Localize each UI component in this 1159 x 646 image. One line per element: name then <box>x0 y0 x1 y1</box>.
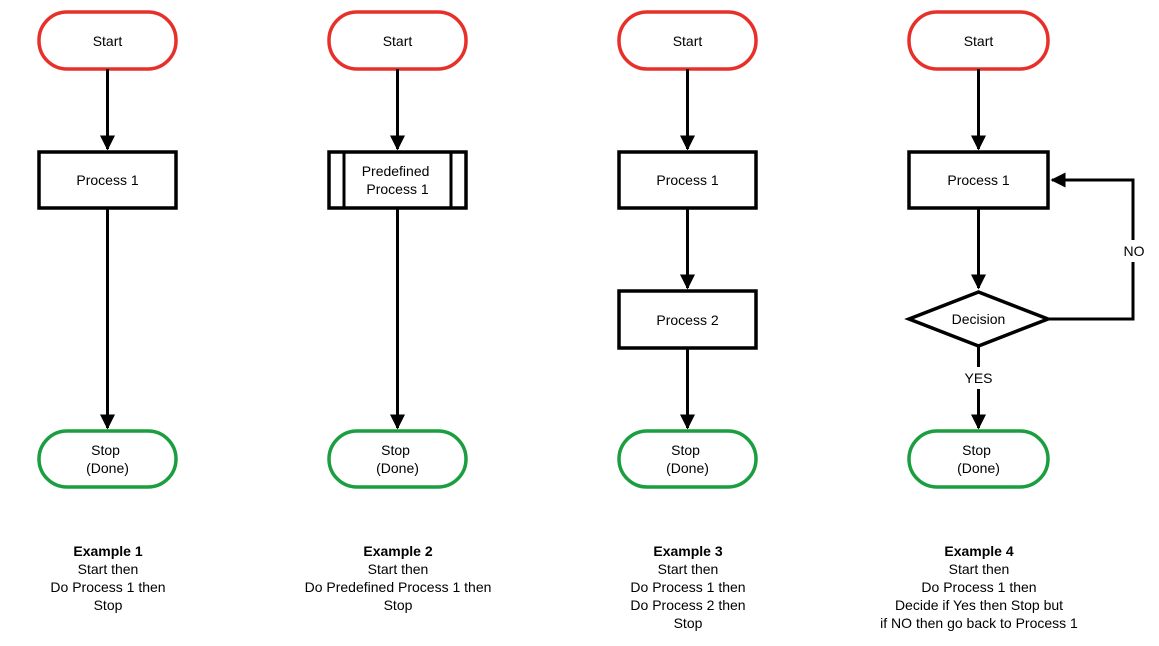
ex2-predefined-process-box <box>327 150 468 210</box>
ex2-start-label: Start <box>383 33 413 49</box>
example-2-flowchart: Start Predefined Process 1 Stop (Done) <box>327 10 468 489</box>
example-3-caption-title: Example 3 <box>653 543 723 559</box>
example-4-flowchart: Start Process 1 Decision NO YES Stop (Do… <box>904 10 1150 489</box>
ex2-stop-label: Stop (Done) <box>376 442 419 476</box>
ex2-stop-line-2: (Done) <box>376 460 419 476</box>
ex1-stop-label: Stop (Done) <box>86 442 129 476</box>
ex2-predefined-line-2: Process 1 <box>366 181 428 197</box>
ex2-stop-line-1: Stop <box>381 442 410 458</box>
example-3-caption-line: Stop <box>673 615 703 631</box>
example-4-caption-line: if NO then go back to Process 1 <box>880 615 1078 631</box>
ex1-stop-terminal <box>37 429 178 489</box>
example-3-caption-line: Start then <box>657 561 719 577</box>
ex3-process-1-label: Process 1 <box>656 172 718 188</box>
example-2-caption-line: Stop <box>383 597 413 613</box>
example-4-caption: Example 4 Start then Do Process 1 then D… <box>849 542 1109 632</box>
ex4-yes-label-bg <box>958 367 1000 389</box>
ex3-start-label: Start <box>673 33 703 49</box>
ex4-no-label: NO <box>1124 243 1145 259</box>
example-1-caption-line: Start then <box>77 561 139 577</box>
example-2-caption-title: Example 2 <box>363 543 433 559</box>
example-2-caption-line: Do Predefined Process 1 then <box>304 579 492 595</box>
ex4-decision-label: Decision <box>952 311 1006 327</box>
ex4-process-1-label: Process 1 <box>947 172 1009 188</box>
example-3-flowchart: Start Process 1 Process 2 Stop (Done) <box>617 10 758 489</box>
ex4-stop-terminal <box>907 429 1050 489</box>
example-1-caption-line: Stop <box>93 597 123 613</box>
ex4-stop-line-2: (Done) <box>957 460 1000 476</box>
example-4-caption-line: Start then <box>948 561 1010 577</box>
example-1-caption-title: Example 1 <box>73 543 143 559</box>
ex1-process-1-label: Process 1 <box>76 172 138 188</box>
ex3-stop-line-1: Stop <box>671 442 700 458</box>
example-3-caption-line: Do Process 1 then <box>630 579 746 595</box>
ex3-process-2-label: Process 2 <box>656 312 718 328</box>
ex4-yes-label: YES <box>964 370 992 386</box>
ex4-stop-label: Stop (Done) <box>957 442 1000 476</box>
example-4-caption-line: Decide if Yes then Stop but <box>894 597 1064 613</box>
ex3-stop-label: Stop (Done) <box>666 442 709 476</box>
example-1-flowchart: Start Process 1 Stop (Done) <box>37 10 178 489</box>
example-1-caption-line: Do Process 1 then <box>50 579 166 595</box>
example-1-caption: Example 1 Start then Do Process 1 then S… <box>0 542 238 614</box>
ex2-stop-terminal <box>327 429 468 489</box>
example-2-caption-line: Start then <box>367 561 429 577</box>
ex4-start-label: Start <box>964 33 994 49</box>
example-2-caption: Example 2 Start then Do Predefined Proce… <box>268 542 528 614</box>
ex3-stop-line-2: (Done) <box>666 460 709 476</box>
ex1-start-label: Start <box>93 33 123 49</box>
ex4-stop-line-1: Stop <box>962 442 991 458</box>
ex2-predefined-label: Predefined Process 1 <box>362 163 434 197</box>
example-3-caption-line: Do Process 2 then <box>630 597 746 613</box>
ex1-stop-line-1: Stop <box>91 442 120 458</box>
ex3-process-2-box <box>617 289 758 350</box>
example-4-caption-line: Do Process 1 then <box>921 579 1037 595</box>
ex3-process-1-box <box>617 150 758 210</box>
ex3-stop-terminal <box>617 429 758 489</box>
ex4-no-label-bg <box>1118 240 1150 262</box>
example-4-caption-title: Example 4 <box>944 543 1014 559</box>
example-3-caption: Example 3 Start then Do Process 1 then D… <box>558 542 818 632</box>
ex2-predefined-line-1: Predefined <box>362 163 430 179</box>
ex1-stop-line-2: (Done) <box>86 460 129 476</box>
ex4-process-1-box <box>907 150 1050 210</box>
